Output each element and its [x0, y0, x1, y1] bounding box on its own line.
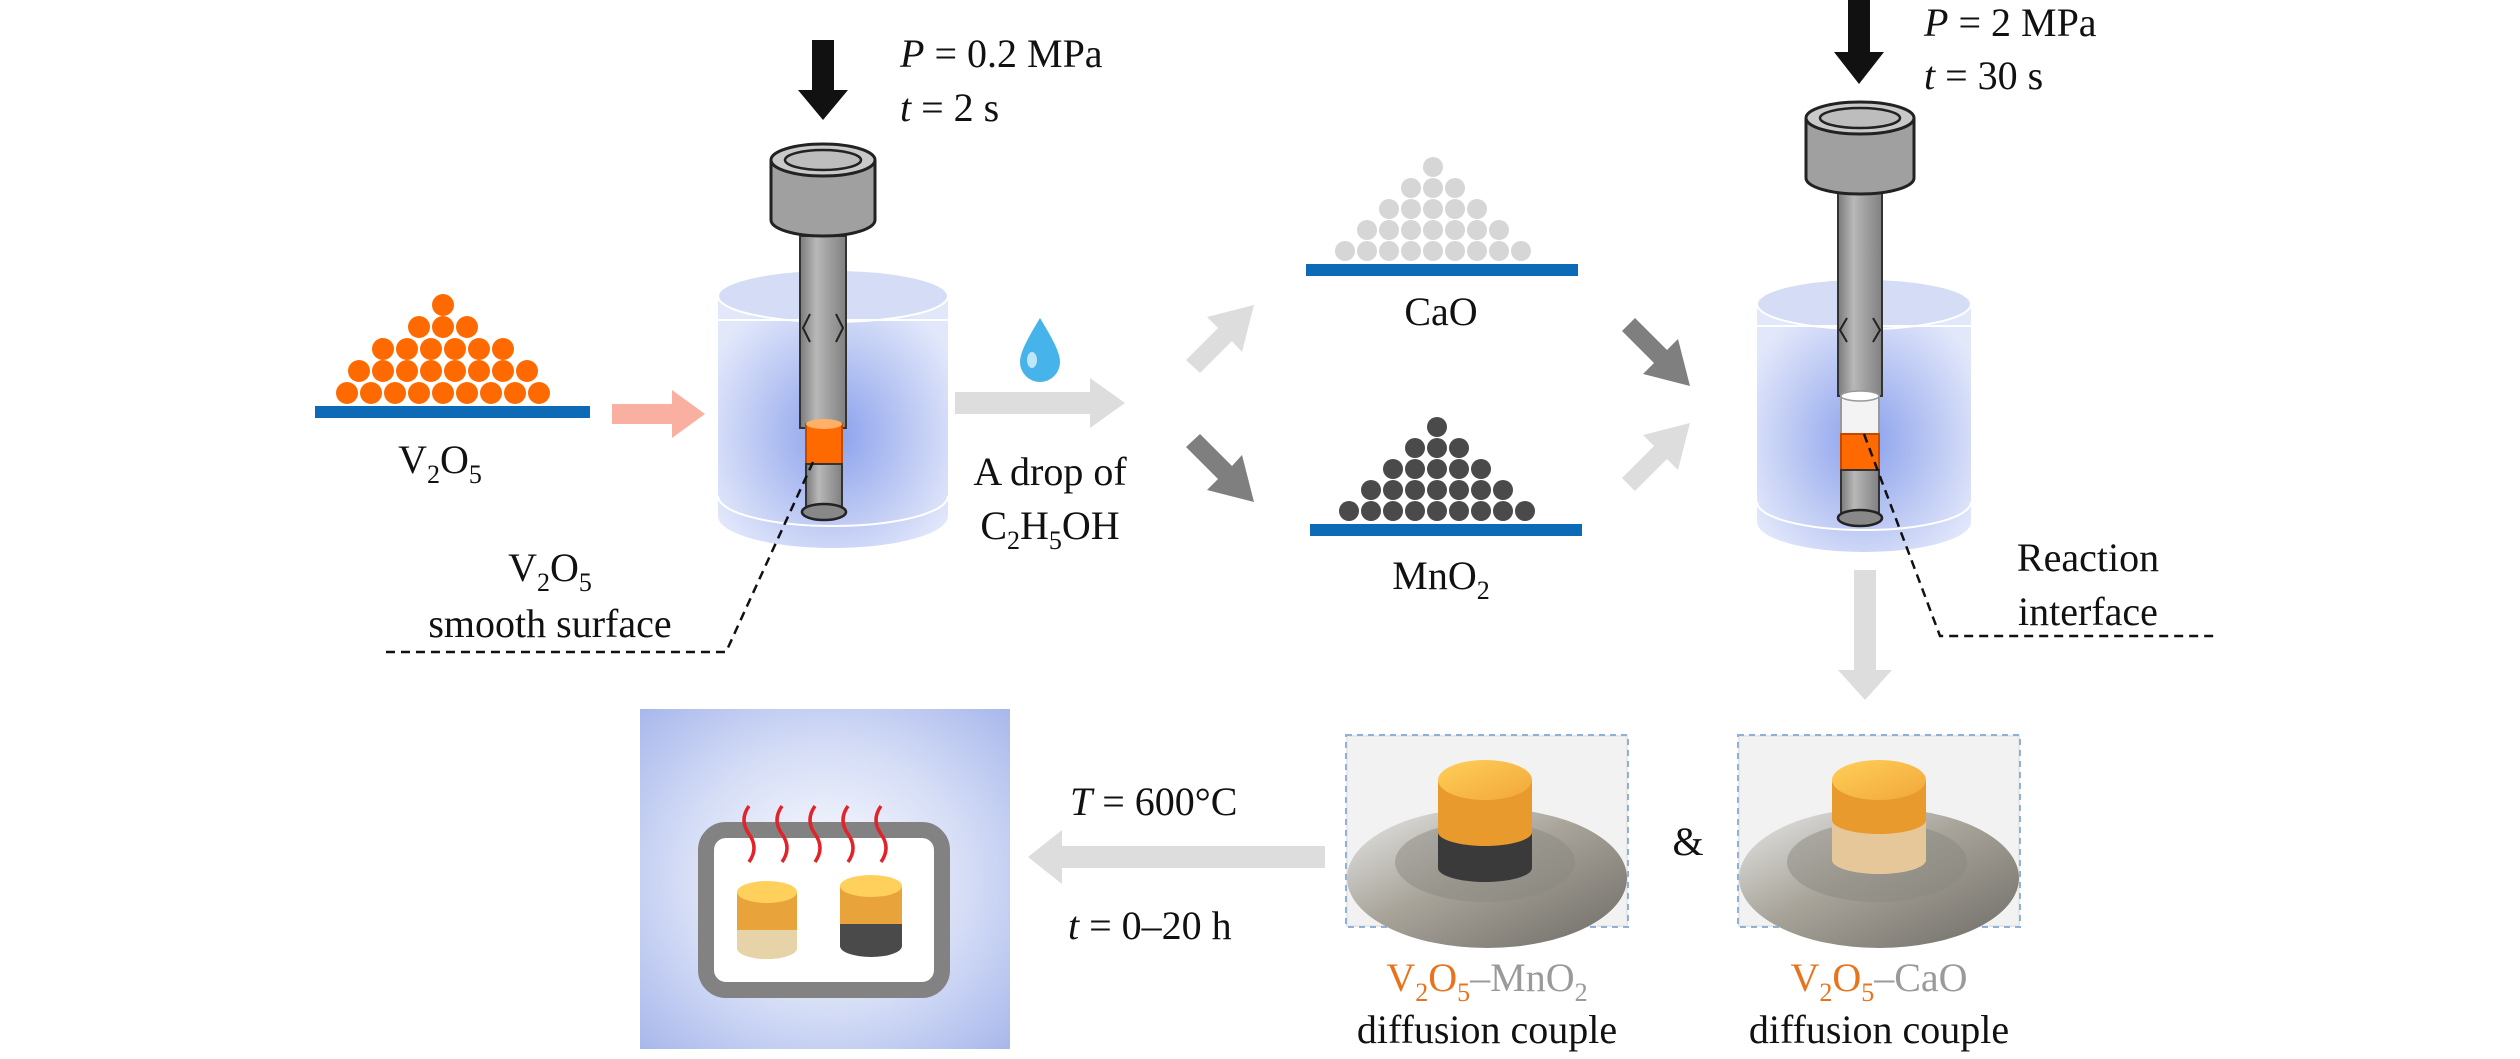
v2o5-layer: [1840, 433, 1880, 471]
ethanol-drop-label-line1: A drop of: [973, 449, 1127, 494]
couple-cao-name: V2O5–CaO: [1790, 955, 1968, 1007]
photo-v2o5-mno2: [1345, 734, 1629, 948]
press-die-1: [717, 40, 949, 548]
cao-powder-pile: [1306, 157, 1578, 276]
leader-line-reaction: [1862, 433, 2215, 638]
arrow-right-grey: [955, 378, 1125, 428]
upper-punch-2: [1804, 100, 1916, 397]
furnace: [640, 709, 1010, 1049]
upper-punch: [769, 142, 877, 429]
press1-pressure-label: P = 0.2 MPa: [900, 31, 1103, 76]
reaction-interface-line2: interface: [2018, 589, 2158, 634]
photo-v2o5-cao: [1737, 734, 2021, 948]
arrow-down-right-dark: [1186, 434, 1254, 502]
cao-layer: [1840, 395, 1880, 435]
press2-pressure-label: P = 2 MPa: [1924, 0, 2097, 45]
mno2-powder-pile: [1310, 417, 1582, 536]
press2-time-label: t = 30 s: [1924, 53, 2044, 98]
heat-waves: [742, 804, 888, 864]
force-arrow-1: [798, 40, 848, 120]
ampersand: &: [1672, 819, 1704, 864]
smooth-surface-label-line1: V2O5: [508, 545, 592, 597]
mno2-label: MnO2: [1392, 553, 1490, 605]
temperature-label: T = 600°C: [1070, 779, 1238, 824]
leader-line-smooth: [382, 461, 815, 654]
mno2-substrate: [1310, 524, 1582, 536]
reaction-interface-line1: Reaction: [2016, 535, 2160, 580]
press1-time-label: t = 2 s: [900, 85, 1000, 130]
duration-label: t = 0–20 h: [1068, 903, 1232, 948]
arrow-down-right-to-die2: [1622, 318, 1690, 386]
v2o5-powder-pile: [315, 294, 590, 418]
arrow-down-grey: [1838, 570, 1892, 700]
ethanol-drop-label-line2: C2H5OH: [980, 503, 1120, 555]
cao-label: CaO: [1404, 289, 1478, 334]
pellet-mno2-in-furnace: [840, 875, 902, 957]
v2o5-sample: [805, 423, 843, 465]
smooth-surface-label-line2: smooth surface: [428, 601, 672, 646]
pellet-cao-in-furnace: [737, 881, 797, 959]
arrow-right-pink: [612, 390, 705, 438]
press-die-2: [1756, 0, 1972, 552]
arrow-left-grey: [1028, 830, 1325, 884]
v2o5-powder-label: V2O5: [398, 437, 482, 489]
force-arrow-2: [1834, 0, 1884, 84]
v2o5-particles: [336, 294, 550, 404]
substrate-bar: [315, 406, 590, 418]
cao-substrate: [1306, 264, 1578, 276]
couple-cao-caption: diffusion couple: [1748, 1007, 2010, 1052]
ethanol-drop-icon: [1020, 318, 1060, 382]
couple-mno2-name: V2O5–MnO2: [1386, 955, 1588, 1007]
couple-mno2-caption: diffusion couple: [1356, 1007, 1618, 1052]
arrow-up-right-light: [1186, 305, 1254, 373]
arrow-up-right-to-die2: [1622, 423, 1690, 491]
